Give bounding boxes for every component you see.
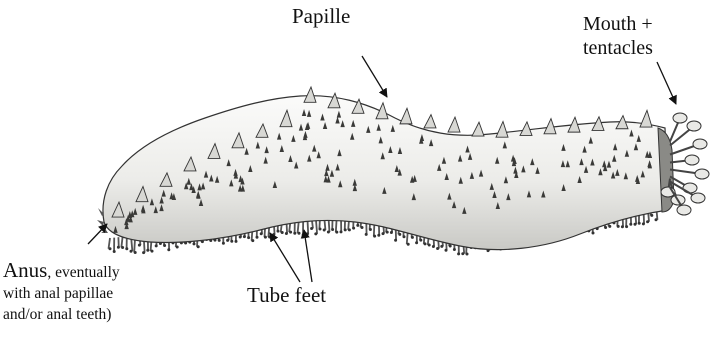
anus-arrow [88, 224, 107, 244]
mouth-label-line2: tentacles [583, 36, 653, 60]
anus-label-line1: Anus, eventually [3, 260, 120, 283]
mouth-arrow [657, 62, 676, 104]
tube-feet-label: Tube feet [247, 283, 326, 307]
papille-label: Papille [292, 4, 350, 28]
mouth-tentacles-label: Mouth + tentacles [583, 12, 653, 60]
anus-label: Anus, eventually with anal papillae and/… [3, 260, 120, 325]
mouth-label-line1: Mouth + [583, 12, 653, 36]
anus-label-main: Anus [3, 258, 47, 282]
tube-feet-arrow-left [270, 233, 300, 282]
anus-label-rest: , eventually [47, 264, 119, 281]
anus-label-line2: with anal papillae [3, 283, 120, 304]
anus-label-line3: and/or anal teeth) [3, 304, 120, 325]
mouth-tentacles [658, 113, 709, 215]
tube-feet-arrow-right [304, 230, 312, 282]
papille-arrow [362, 56, 387, 97]
